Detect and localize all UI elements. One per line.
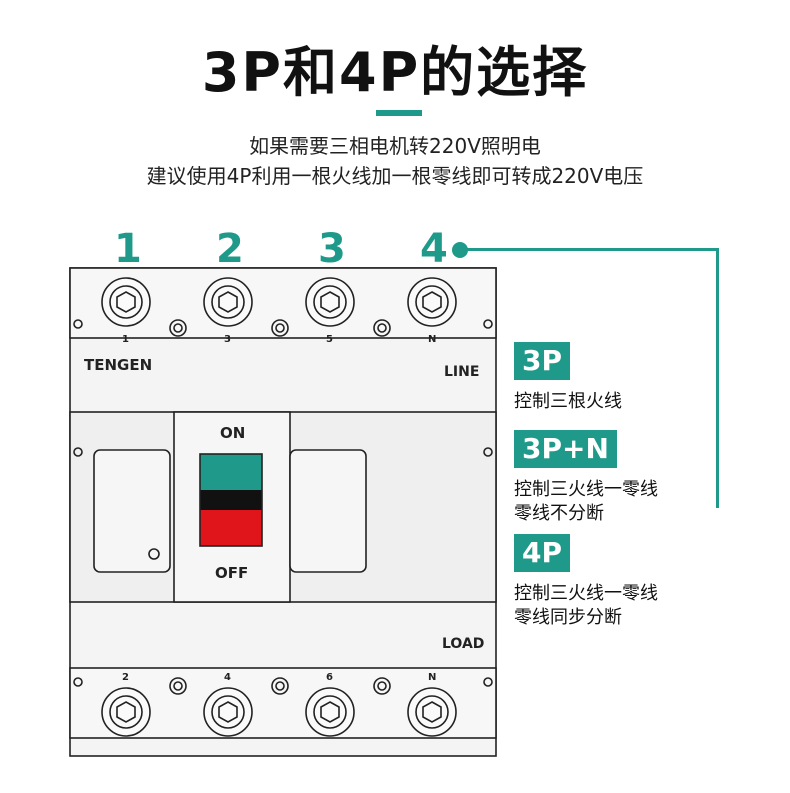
- pole-number-2: 2: [216, 226, 244, 272]
- bottom-terminal-2: 2: [122, 672, 129, 683]
- option-badge-4p: 4P: [514, 534, 571, 572]
- switch-middle-segment: [200, 490, 262, 510]
- title-underline: [376, 110, 422, 116]
- option-4p-desc-1: 控制三火线一零线: [514, 583, 658, 604]
- switch-off-segment: [200, 510, 262, 546]
- bottom-terminal-4: 4: [224, 672, 231, 683]
- connector-dot: [452, 242, 468, 258]
- option-badge-3p-n: 3P+N: [514, 430, 617, 468]
- page-title: 3P和4P的选择: [201, 41, 589, 104]
- pole-number-3: 3: [318, 226, 346, 272]
- connector-line-vertical: [716, 248, 719, 508]
- subtitle-line-1: 如果需要三相电机转220V照明电: [249, 134, 541, 158]
- circuit-breaker-drawing: TENGEN LINE LOAD ON OFF 1 3 5 N 2 4 6 N: [69, 267, 497, 757]
- option-4p-desc-2: 零线同步分断: [514, 607, 622, 628]
- top-terminal-1: 1: [122, 334, 129, 345]
- pole-number-1: 1: [114, 226, 142, 272]
- top-terminal-n: N: [428, 334, 436, 345]
- option-3p-desc-1: 控制三根火线: [514, 391, 622, 412]
- load-label: LOAD: [442, 636, 484, 652]
- off-label: OFF: [215, 564, 248, 582]
- option-badge-3p: 3P: [514, 342, 571, 380]
- subtitle-line-2: 建议使用4P利用一根火线加一根零线即可转成220V电压: [146, 164, 644, 188]
- brand-label: TENGEN: [84, 356, 152, 374]
- switch-on-segment: [200, 454, 262, 490]
- line-label: LINE: [444, 364, 479, 380]
- option-3pn-desc-2: 零线不分断: [514, 503, 604, 524]
- connector-line-horizontal: [466, 248, 718, 251]
- pole-number-4: 4: [420, 226, 448, 272]
- bottom-terminal-n: N: [428, 672, 436, 683]
- top-terminal-5: 5: [326, 334, 333, 345]
- on-label: ON: [220, 424, 245, 442]
- top-terminal-3: 3: [224, 334, 231, 345]
- option-3pn-desc-1: 控制三火线一零线: [514, 479, 658, 500]
- bottom-terminal-6: 6: [326, 672, 333, 683]
